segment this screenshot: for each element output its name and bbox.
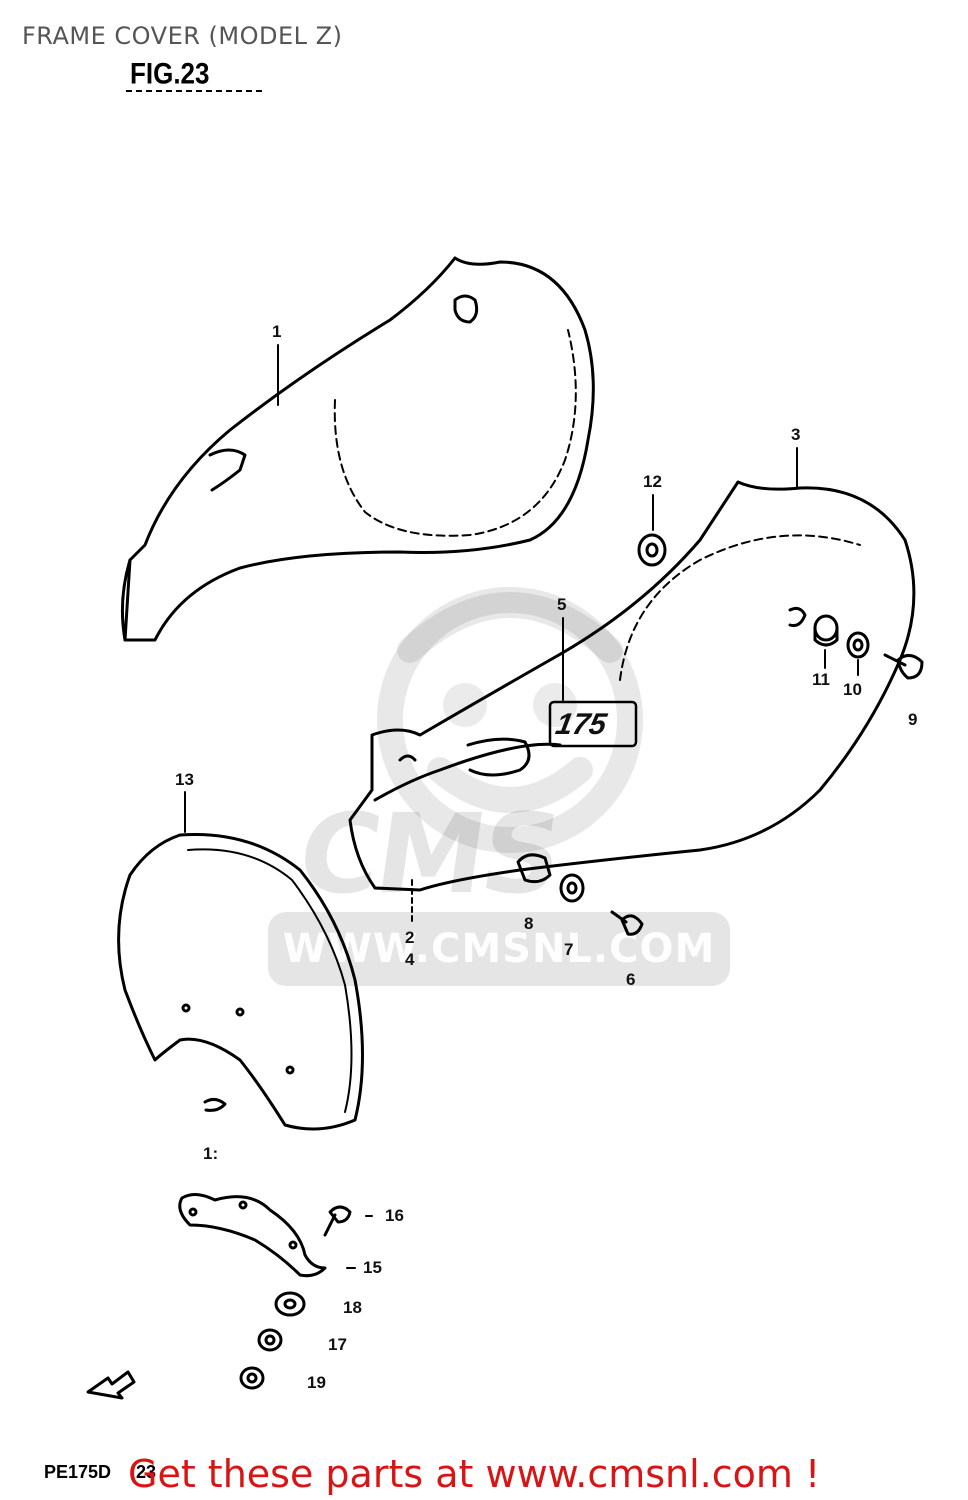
figure-underline <box>126 90 262 92</box>
front-arrow-icon <box>86 1370 136 1400</box>
callout-2: 2 <box>405 928 415 947</box>
callout-19: 19 <box>307 1373 326 1392</box>
part-5-badge <box>548 700 638 748</box>
callout-18: 18 <box>343 1298 362 1317</box>
callout-12: 12 <box>643 472 662 491</box>
figure-label: FIG.23 <box>130 55 210 91</box>
part-13-plate <box>117 832 364 1131</box>
part-10-washer <box>846 631 870 659</box>
badge-text: 175 <box>553 708 610 741</box>
part-11-collar <box>813 614 839 647</box>
callout-13: 13 <box>175 770 194 789</box>
part-18-washer <box>274 1291 306 1317</box>
leader-lines <box>184 344 859 1269</box>
part-15-bracket <box>178 1193 327 1278</box>
callout-7: 7 <box>564 940 574 959</box>
callout-17: 17 <box>328 1335 347 1354</box>
part-9-bolt <box>883 653 924 680</box>
callout-14: 1: <box>203 1144 219 1163</box>
callout-5: 5 <box>557 595 567 614</box>
cta-link[interactable]: Get these parts at www.cmsnl.com ! <box>128 1452 821 1496</box>
diagram-code: PE175D <box>44 1462 112 1482</box>
callout-1: 1 <box>272 322 282 341</box>
part-6-bolt <box>610 910 644 936</box>
part-19-nut <box>239 1366 265 1390</box>
diagram-code-suffix: 23 <box>136 1462 157 1482</box>
part-3-right-cover <box>348 480 916 892</box>
part-17-nut <box>257 1328 283 1352</box>
part-8-collar <box>516 853 552 884</box>
callout-4: 4 <box>405 950 415 969</box>
callout-8: 8 <box>524 914 534 933</box>
part-1-left-cover <box>120 256 595 642</box>
callout-3: 3 <box>791 425 801 444</box>
callout-11: 11 <box>812 670 830 689</box>
callout-10: 10 <box>843 680 862 699</box>
page-title: FRAME COVER (MODEL Z) <box>22 22 343 50</box>
callout-15: 15 <box>363 1258 382 1277</box>
part-16-bolt <box>323 1205 352 1237</box>
callout-9: 9 <box>908 710 918 729</box>
part-12-washer <box>637 533 667 567</box>
part-7-washer <box>559 873 585 903</box>
callout-16: 16 <box>385 1206 404 1225</box>
callout-6: 6 <box>626 970 636 989</box>
